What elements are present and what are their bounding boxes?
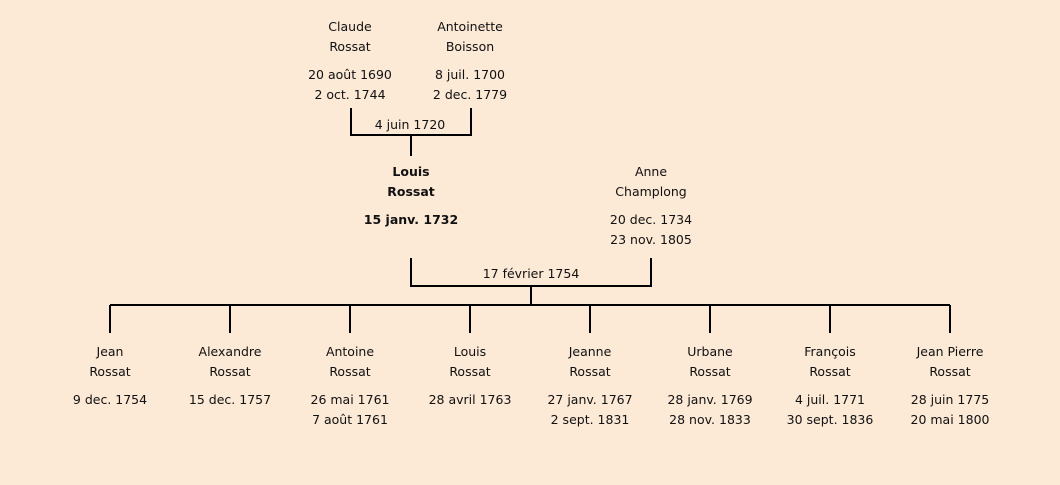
death-date: 2 oct. 1744 bbox=[314, 87, 386, 102]
birth-date: 15 janv. 1732 bbox=[363, 212, 459, 227]
child-6[interactable]: François Rossat 4 juil. 1771 30 sept. 18… bbox=[755, 342, 905, 430]
last-name: Rossat bbox=[387, 184, 435, 199]
birth-date: 9 dec. 1754 bbox=[72, 392, 148, 407]
first-name: Antoine bbox=[325, 344, 375, 359]
last-name: Rossat bbox=[569, 364, 611, 379]
birth-date: 28 janv. 1769 bbox=[667, 392, 753, 407]
last-name: Rossat bbox=[689, 364, 731, 379]
first-name: Claude bbox=[328, 19, 372, 34]
birth-date: 4 juil. 1771 bbox=[794, 392, 866, 407]
last-name: Rossat bbox=[209, 364, 251, 379]
child-7[interactable]: Jean Pierre Rossat 28 juin 1775 20 mai 1… bbox=[875, 342, 1025, 430]
birth-date: 20 août 1690 bbox=[308, 67, 392, 82]
birth-date: 27 janv. 1767 bbox=[547, 392, 633, 407]
first-name: Louis bbox=[392, 164, 430, 179]
last-name: Rossat bbox=[329, 364, 371, 379]
death-date: 28 nov. 1833 bbox=[669, 412, 751, 427]
first-name: Jeanne bbox=[568, 344, 612, 359]
child-2[interactable]: Antoine Rossat 26 mai 1761 7 août 1761 bbox=[275, 342, 425, 430]
death-date: 23 nov. 1805 bbox=[610, 232, 692, 247]
children-drops bbox=[109, 305, 951, 333]
birth-date: 20 dec. 1734 bbox=[609, 212, 693, 227]
death-date: 2 sept. 1831 bbox=[550, 412, 630, 427]
first-name: Alexandre bbox=[198, 344, 262, 359]
birth-date: 8 juil. 1700 bbox=[434, 67, 506, 82]
first-name: François bbox=[804, 344, 856, 359]
death-date: 30 sept. 1836 bbox=[786, 412, 874, 427]
last-name: Rossat bbox=[89, 364, 131, 379]
first-name: Louis bbox=[453, 344, 487, 359]
grandparents-marriage-date: 4 juin 1720 bbox=[374, 117, 446, 132]
birth-date: 26 mai 1761 bbox=[310, 392, 390, 407]
last-name: Rossat bbox=[809, 364, 851, 379]
last-name: Rossat bbox=[929, 364, 971, 379]
child-3[interactable]: Louis Rossat 28 avril 1763 bbox=[395, 342, 545, 430]
last-name: Champlong bbox=[615, 184, 687, 199]
marriage-date: 17 février 1754 bbox=[482, 266, 580, 281]
first-name: Jean Pierre bbox=[916, 344, 984, 359]
birth-date: 28 avril 1763 bbox=[428, 392, 512, 407]
person-claude-rossat[interactable]: Claude Rossat 20 août 1690 2 oct. 1744 bbox=[275, 17, 425, 105]
last-name: Rossat bbox=[329, 39, 371, 54]
first-name: Urbane bbox=[687, 344, 733, 359]
birth-date: 28 juin 1775 bbox=[910, 392, 990, 407]
person-antoinette-boisson[interactable]: Antoinette Boisson 8 juil. 1700 2 dec. 1… bbox=[395, 17, 545, 105]
child-4[interactable]: Jeanne Rossat 27 janv. 1767 2 sept. 1831 bbox=[515, 342, 665, 430]
death-date: 2 dec. 1779 bbox=[432, 87, 508, 102]
first-name: Anne bbox=[634, 164, 668, 179]
parents-bracket bbox=[410, 258, 652, 305]
first-name: Jean bbox=[96, 344, 124, 359]
child-0[interactable]: Jean Rossat 9 dec. 1754 bbox=[35, 342, 185, 430]
last-name: Boisson bbox=[445, 39, 495, 54]
child-5[interactable]: Urbane Rossat 28 janv. 1769 28 nov. 1833 bbox=[635, 342, 785, 430]
last-name: Rossat bbox=[449, 364, 491, 379]
death-date: 20 mai 1800 bbox=[910, 412, 990, 427]
first-name: Antoinette bbox=[437, 19, 503, 34]
person-louis-rossat-subject[interactable]: Louis Rossat 15 janv. 1732 bbox=[336, 162, 486, 230]
child-1[interactable]: Alexandre Rossat 15 dec. 1757 bbox=[155, 342, 305, 430]
birth-date: 15 dec. 1757 bbox=[188, 392, 272, 407]
death-date: 7 août 1761 bbox=[312, 412, 388, 427]
person-anne-champlong[interactable]: Anne Champlong 20 dec. 1734 23 nov. 1805 bbox=[576, 162, 726, 250]
grandparents-bracket bbox=[350, 108, 472, 156]
